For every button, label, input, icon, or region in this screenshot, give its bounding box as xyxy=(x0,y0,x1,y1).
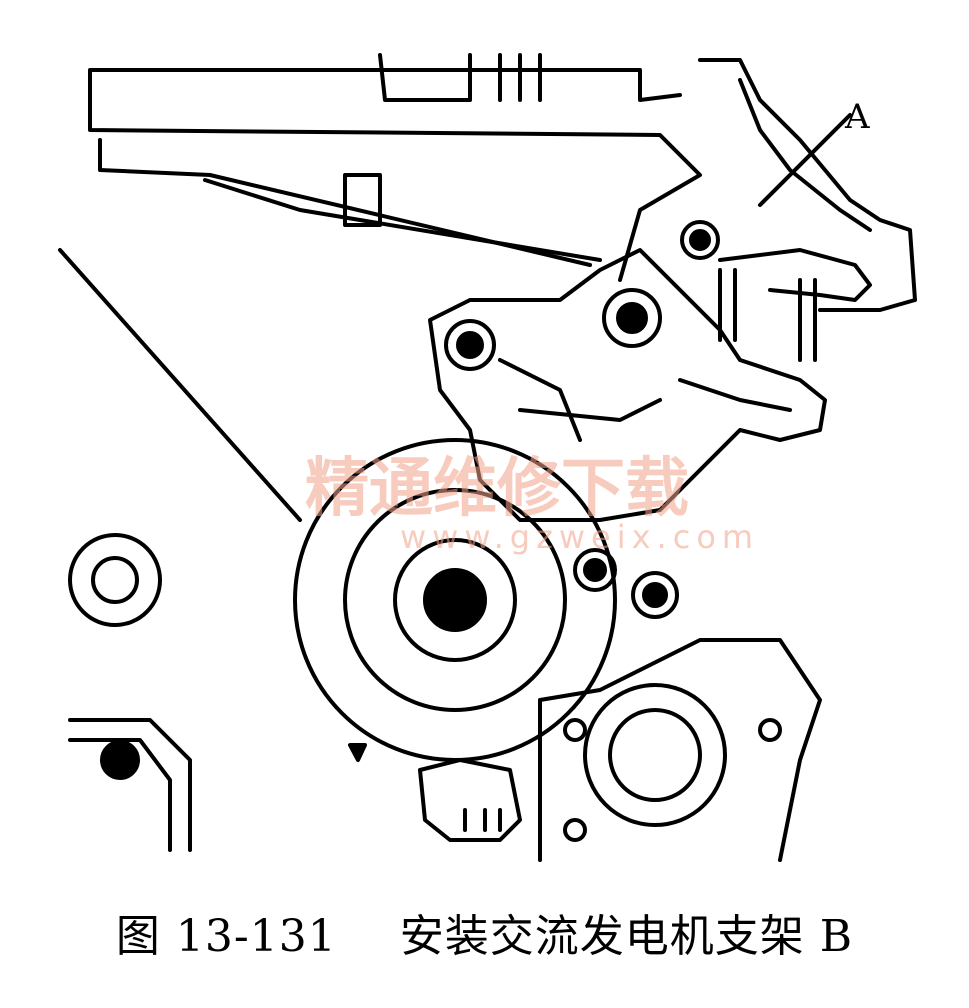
cover-edge xyxy=(58,178,602,522)
bolt-lower-right-icon xyxy=(631,571,679,619)
callout-label-a: A xyxy=(844,97,870,137)
lower-housing xyxy=(538,638,822,862)
bolt-lower-left-icon xyxy=(573,548,617,592)
sensor xyxy=(418,758,522,842)
bolt-top-icon xyxy=(680,220,720,260)
lower-port xyxy=(583,683,727,827)
pulley-inner xyxy=(393,538,517,662)
alternator-bracket xyxy=(428,248,827,522)
housing-a xyxy=(698,58,917,312)
figure-caption: 图 13-131 安装交流发电机支架 B xyxy=(0,900,969,964)
caption-title: 安装交流发电机支架 B xyxy=(399,911,854,962)
engine-bracket-diagram: A 精通维修下载 www.gzweix.com xyxy=(58,53,917,862)
caption-number: 图 13-131 xyxy=(115,911,337,962)
watermark-text: 精通维修下载 xyxy=(305,452,689,526)
watermark-url: www.gzweix.com xyxy=(400,518,759,556)
callout-a-leader xyxy=(758,113,852,207)
upper-cover xyxy=(88,68,702,282)
left-boss xyxy=(68,533,162,627)
bolt-upper-icon xyxy=(602,288,662,348)
bolt-left-icon xyxy=(444,319,496,371)
pulley-mid xyxy=(343,488,567,712)
